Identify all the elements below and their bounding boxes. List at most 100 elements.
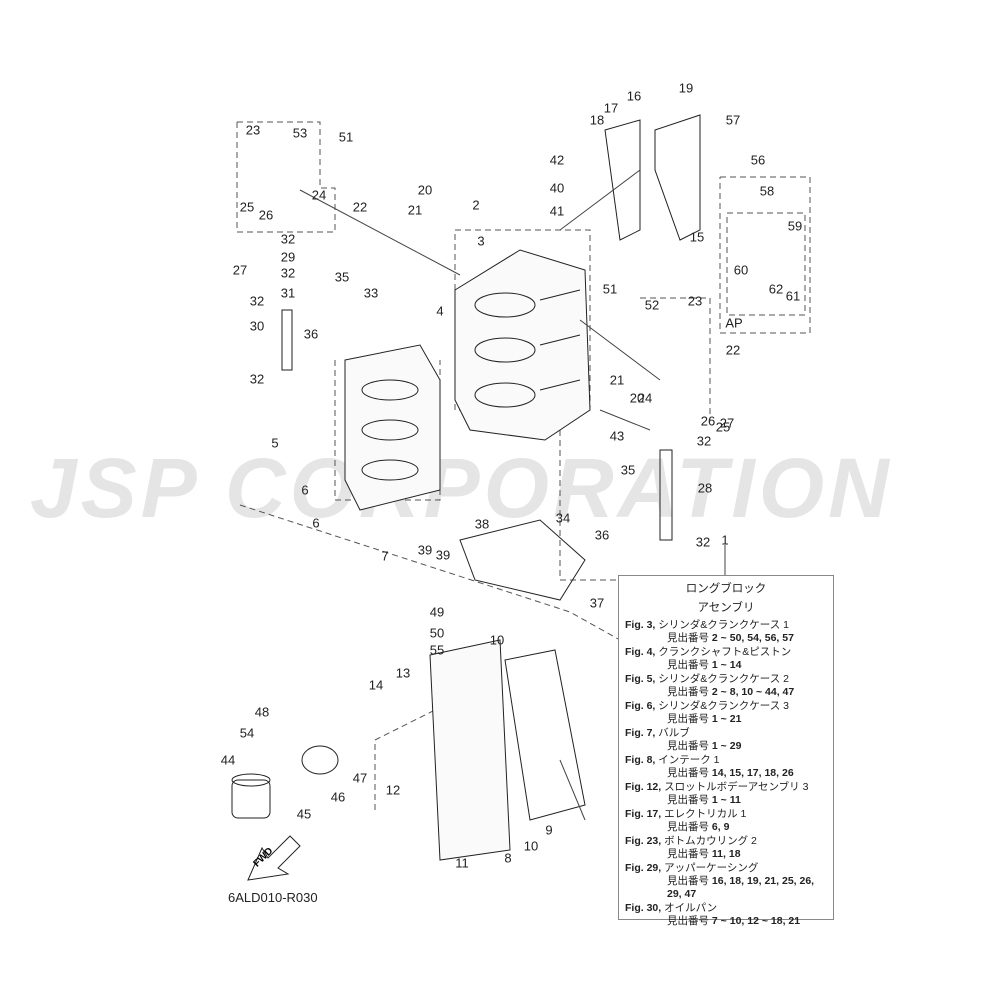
- fig-number: Fig. 29,: [625, 862, 662, 874]
- note-fig-line: Fig. 8, インテーク 1: [625, 754, 827, 767]
- part-callout: 24: [637, 390, 653, 406]
- note-ref-line: 見出番号 1 ~ 29: [625, 740, 827, 753]
- part-callout: 8: [504, 850, 512, 866]
- part-callout: 41: [549, 203, 565, 219]
- part-callout: 39: [417, 542, 433, 558]
- part-callout: 22: [725, 342, 741, 358]
- part-callout: 14: [368, 677, 384, 693]
- part-callout: 32: [280, 231, 296, 247]
- part-callout: 26: [258, 207, 274, 223]
- note-fig-line: Fig. 3, シリンダ&クランクケース 1: [625, 619, 827, 632]
- part-callout: 47: [352, 770, 368, 786]
- part-callout: 25: [715, 419, 731, 435]
- part-callout: 62: [768, 281, 784, 297]
- watermark: JSP CORPORATION: [30, 441, 893, 535]
- ref-numbers: 16, 18, 19, 21, 25, 26, 29, 47: [667, 875, 815, 900]
- part-callout: 29: [280, 249, 296, 265]
- ref-label: 見出番号: [667, 821, 709, 833]
- part-callout: 31: [280, 285, 296, 301]
- ref-label: 見出番号: [667, 915, 709, 927]
- note-ref-line: 見出番号 2 ~ 50, 54, 56, 57: [625, 632, 827, 645]
- part-callout: 18: [589, 112, 605, 128]
- part-callout: 57: [725, 112, 741, 128]
- part-callout: 6: [301, 482, 309, 498]
- ref-label: 見出番号: [667, 767, 709, 779]
- note-ref-line: 見出番号 6, 9: [625, 821, 827, 834]
- part-callout: 51: [338, 129, 354, 145]
- note-fig-line: Fig. 23, ボトムカウリング 2: [625, 835, 827, 848]
- part-callout: 32: [249, 371, 265, 387]
- fig-name: スロットルボデーアセンブリ 3: [664, 781, 809, 793]
- fig-name: シリンダ&クランクケース 1: [658, 619, 790, 631]
- part-callout: 58: [759, 183, 775, 199]
- part-callout: 60: [733, 262, 749, 278]
- note-fig-line: Fig. 7, バルブ: [625, 727, 827, 740]
- part-callout: 44: [220, 752, 236, 768]
- ref-numbers: 2 ~ 8, 10 ~ 44, 47: [711, 686, 795, 698]
- fig-name: アッパーケーシング: [664, 862, 759, 874]
- fig-number: Fig. 8,: [625, 754, 656, 766]
- part-callout: 52: [644, 297, 660, 313]
- part-callout: 21: [407, 202, 423, 218]
- note-ref-line: 見出番号 1 ~ 14: [625, 659, 827, 672]
- note-fig-line: Fig. 17, エレクトリカル 1: [625, 808, 827, 821]
- part-callout: 40: [549, 180, 565, 196]
- note-ref-line: 見出番号 14, 15, 17, 18, 26: [625, 767, 827, 780]
- part-callout: 53: [292, 125, 308, 141]
- part-callout: 59: [787, 218, 803, 234]
- fig-number: Fig. 23,: [625, 835, 662, 847]
- part-callout: 32: [696, 433, 712, 449]
- ref-numbers: 1 ~ 29: [711, 740, 742, 752]
- part-callout: 45: [296, 806, 312, 822]
- part-callout: 55: [429, 642, 445, 658]
- part-callout: 28: [697, 480, 713, 496]
- fig-name: バルブ: [658, 727, 690, 739]
- part-callout: 7: [381, 548, 389, 564]
- part-callout: 51: [602, 281, 618, 297]
- note-ref-line: 見出番号 2 ~ 8, 10 ~ 44, 47: [625, 686, 827, 699]
- note-fig-line: Fig. 30, オイルパン: [625, 902, 827, 915]
- part-callout: 48: [254, 704, 270, 720]
- part-callout: 20: [417, 182, 433, 198]
- part-callout: 3: [477, 233, 485, 249]
- note-ref-line: 見出番号 1 ~ 11: [625, 794, 827, 807]
- ref-label: 見出番号: [667, 632, 709, 644]
- note-fig-line: Fig. 6, シリンダ&クランクケース 3: [625, 700, 827, 713]
- fig-number: Fig. 3,: [625, 619, 656, 631]
- part-callout: 35: [334, 269, 350, 285]
- fig-name: ボトムカウリング 2: [664, 835, 757, 847]
- part-callout: 22: [352, 199, 368, 215]
- ref-label: 見出番号: [667, 848, 709, 860]
- crankcase: [344, 344, 441, 511]
- diagram-code: 6ALD010-R030: [228, 890, 318, 905]
- ref-label: 見出番号: [667, 686, 709, 698]
- note-fig-line: Fig. 4, クランクシャフト&ピストン: [625, 646, 827, 659]
- ref-numbers: 11, 18: [711, 848, 741, 860]
- part-callout: 54: [239, 725, 255, 741]
- gasket: [459, 519, 586, 601]
- note-ref-line: 見出番号 11, 18: [625, 848, 827, 861]
- part-callout: 32: [249, 293, 265, 309]
- part-callout: 1: [721, 532, 729, 548]
- part-callout: 9: [545, 822, 553, 838]
- part-callout: 21: [609, 372, 625, 388]
- fig-number: Fig. 12,: [625, 781, 662, 793]
- part-callout: 32: [695, 534, 711, 550]
- fig-number: Fig. 5,: [625, 673, 656, 685]
- cylinder-block: [454, 249, 591, 441]
- part-callout: 61: [785, 288, 801, 304]
- ref-numbers: 14, 15, 17, 18, 26: [711, 767, 794, 779]
- fig-name: クランクシャフト&ピストン: [658, 646, 792, 658]
- part-callout: 6: [312, 515, 320, 531]
- ref-label: 見出番号: [667, 875, 709, 887]
- note-fig-line: Fig. 5, シリンダ&クランクケース 2: [625, 673, 827, 686]
- part-callout: 10: [523, 838, 539, 854]
- fig-number: Fig. 6,: [625, 700, 656, 712]
- part-callout: 19: [678, 80, 694, 96]
- part-callout: 42: [549, 152, 565, 168]
- part-callout: 13: [395, 665, 411, 681]
- part-callout: 34: [555, 510, 571, 526]
- fig-number: Fig. 30,: [625, 902, 662, 914]
